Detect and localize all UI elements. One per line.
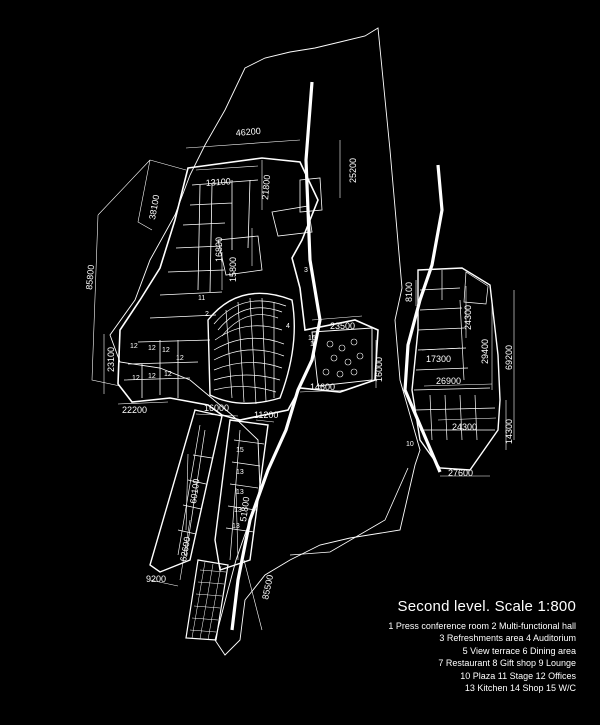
dim-17300: 17300	[426, 354, 451, 364]
room-label-4: 4	[286, 323, 290, 330]
room-label-1: 1	[310, 341, 314, 348]
site-boundary	[109, 27, 421, 656]
dim-14600: 14600	[310, 382, 335, 392]
dim-16000b: 16000	[204, 403, 229, 413]
dim-23500: 23500	[330, 321, 355, 331]
room-label-12d: 12	[176, 355, 184, 362]
room-label-10: 10	[406, 441, 414, 448]
room-label-13d: 13	[232, 523, 240, 530]
wing-left-inner	[177, 424, 213, 556]
dim-8100: 8100	[404, 282, 414, 302]
plan-legend: Second level. Scale 1:800 1 Press confer…	[388, 598, 576, 694]
room-label-12a: 12	[130, 343, 138, 350]
east-building-outline	[411, 267, 501, 471]
dim-27600: 27600	[448, 468, 473, 478]
dining-tables	[322, 338, 364, 378]
legend-line-4: 7 Restaurant 8 Gift shop 9 Lounge	[438, 658, 576, 669]
dim-38100: 38100	[147, 194, 161, 220]
dim-24300b: 24300	[452, 422, 477, 432]
room-label-2: 2	[205, 311, 209, 318]
legend-line-1: 1 Press conference room 2 Multi-function…	[388, 621, 576, 631]
dim-26900: 26900	[436, 376, 461, 386]
dim-15800: 15800	[228, 257, 238, 282]
dim-29400: 29400	[480, 339, 490, 364]
dim-60100: 60100	[188, 478, 201, 504]
room-label-13b: 13	[236, 489, 244, 496]
plaza-link	[289, 467, 409, 556]
room-label-16: 16	[308, 335, 316, 342]
dim-25200: 25200	[348, 158, 358, 183]
dim-16000: 16000	[374, 357, 384, 382]
interior-walls	[123, 177, 323, 398]
dim-24300: 24300	[463, 305, 473, 330]
room-label-13a: 13	[236, 469, 244, 476]
walkway-east	[403, 164, 444, 473]
dimension-lines	[91, 139, 515, 631]
main-building-outline	[117, 157, 379, 421]
dim-51800: 51800	[238, 496, 251, 522]
legend-title: Second level. Scale 1:800	[397, 598, 576, 615]
wing-plaza	[185, 559, 229, 641]
dim-16800: 16800	[214, 237, 224, 262]
walkway-main	[230, 81, 322, 631]
legend-line-5: 10 Plaza 11 Stage 12 Offices	[460, 670, 576, 681]
dim-85800: 85800	[84, 264, 96, 290]
dining-terrace	[311, 327, 373, 387]
room-label-13c: 13	[234, 507, 242, 514]
wing-middle-inner	[225, 429, 265, 561]
auditorium-seating	[207, 292, 295, 405]
legend-line-2: 3 Refreshments area 4 Auditorium	[439, 633, 576, 644]
legend-line-6: 13 Kitchen 14 Shop 15 W/C	[464, 683, 576, 694]
dim-9200: 9200	[146, 574, 166, 584]
room-label-12b: 12	[148, 345, 156, 352]
dim-46200: 46200	[235, 126, 261, 138]
legend-line-3: 5 View terrace 6 Dining area	[462, 645, 576, 656]
dim-13100: 13100	[205, 176, 231, 188]
dim-23100: 23100	[106, 347, 116, 372]
dim-21800: 21800	[260, 174, 272, 200]
plaza-pattern	[189, 561, 227, 641]
wing-middle	[214, 419, 269, 571]
room-label-15: 15	[236, 447, 244, 454]
dim-14300: 14300	[504, 419, 514, 444]
room-label-12f: 12	[148, 373, 156, 380]
dim-62600: 62600	[178, 536, 192, 562]
room-label-12e: 12	[132, 375, 140, 382]
dim-22200: 22200	[122, 405, 147, 415]
room-label-12c: 12	[162, 347, 170, 354]
room-label-12g: 12	[164, 371, 172, 378]
room-label-3: 3	[304, 267, 308, 274]
dim-69200: 69200	[504, 345, 514, 370]
room-label-11: 11	[198, 295, 205, 302]
dim-11200: 11200	[254, 410, 278, 420]
